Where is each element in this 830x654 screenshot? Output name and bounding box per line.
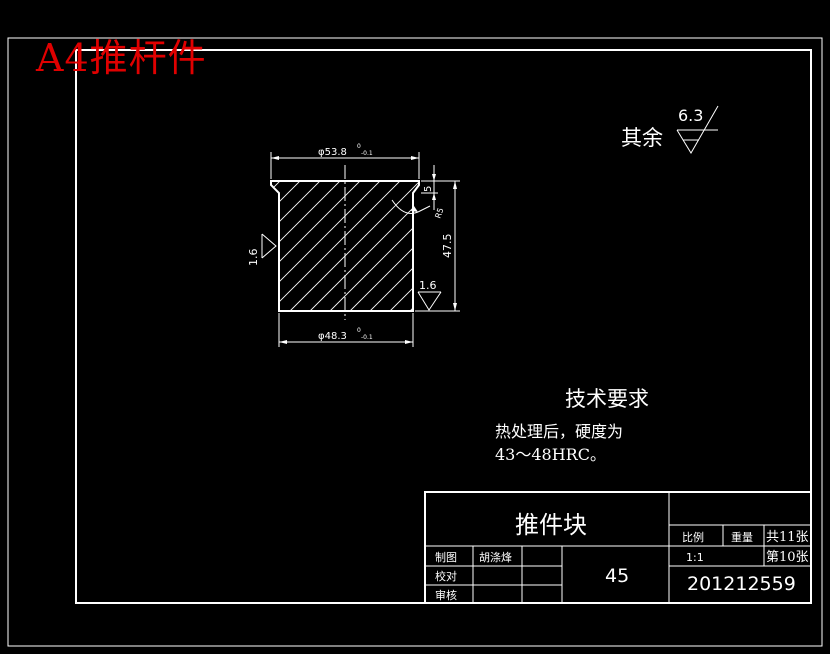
drawing-number: 201212559 [687,573,796,595]
tech-req-line-1: 热处理后，硬度为 [495,422,623,441]
flange-height-dimension: 5 [421,165,438,210]
bottom-right-roughness-symbol: 1.6 [417,279,442,311]
default-roughness-label: 其余 [621,126,663,150]
top-tolerance-lower: -0.1 [361,150,373,157]
chamfer-callout: R5 [391,199,446,220]
scale-label: 比例 [682,530,704,544]
checked-label: 校对 [435,569,457,583]
scale-value: 1:1 [686,551,704,564]
watermark: A4推杆件 [36,36,207,80]
bottom-diameter-dimension: φ48.3 0 -0.1 [278,313,414,347]
sheet-number: 第10张 [766,550,809,565]
section-hatching [271,181,419,311]
top-diameter-dimension: φ53.8 0 -0.1 [270,143,420,179]
material: 45 [605,565,629,587]
part-outline [270,180,420,312]
flange-height-text: 5 [423,186,434,192]
outer-sheet-border [7,37,823,647]
part-section-view [270,165,420,320]
top-diameter-text: φ53.8 [318,147,347,158]
weight-label: 重量 [731,530,753,544]
bottom-tolerance-upper: 0 [357,327,361,334]
default-roughness-value: 6.3 [678,106,703,125]
approved-label: 审核 [435,588,457,602]
inner-frame-border [75,49,812,604]
tech-req-line-2: 43～48HRC。 [495,445,606,464]
drawn-label: 制图 [435,551,457,564]
height-dimension: 47.5 [415,180,460,312]
part-name: 推件块 [515,511,587,539]
technical-requirements: 技术要求 热处理后，硬度为 43～48HRC。 [495,387,649,464]
tech-req-heading: 技术要求 [565,387,649,411]
chamfer-text: R5 [433,207,445,220]
bottom-tolerance-lower: -0.1 [361,334,373,341]
bottom-diameter-text: φ48.3 [318,331,347,342]
title-block: 推件块 比例 重量 共11张 1:1 第10张 制图 胡涤烽 校对 审核 45 … [424,491,812,604]
drawn-by: 胡涤烽 [479,550,512,564]
bottom-right-roughness-value: 1.6 [419,279,437,292]
total-sheets: 共11张 [766,530,809,545]
height-text: 47.5 [441,234,454,259]
left-roughness-symbol: 1.6 [247,233,277,267]
left-roughness-value: 1.6 [247,249,260,267]
top-tolerance-upper: 0 [357,143,361,150]
default-roughness-symbol: 其余 6.3 [621,105,719,154]
